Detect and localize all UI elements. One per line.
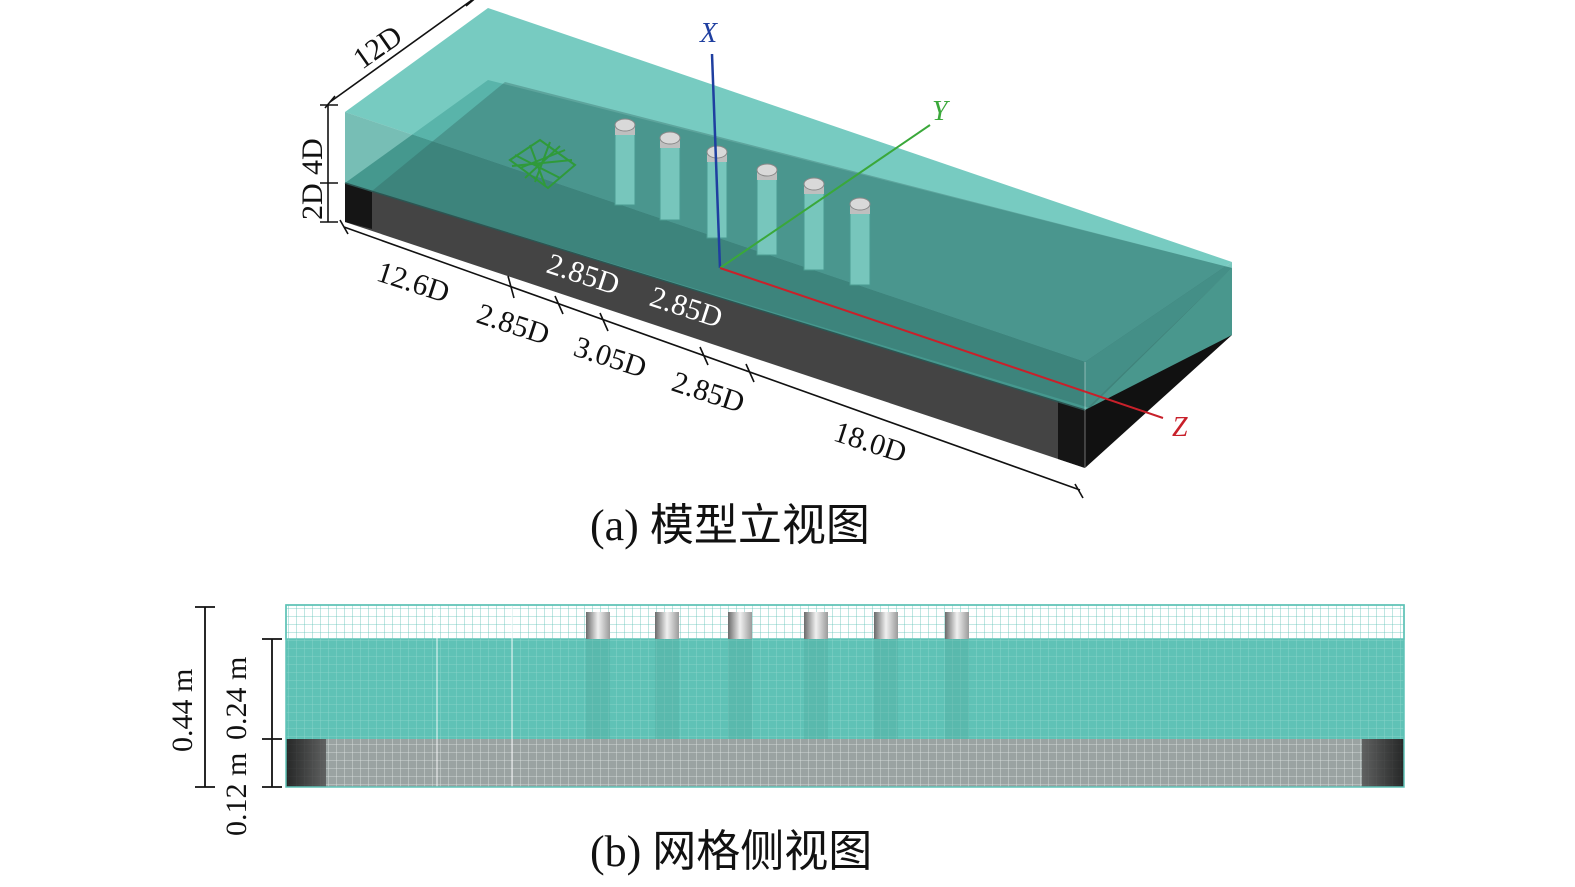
dim-seg-4: 2.85D [668, 365, 749, 419]
pile-3d-5 [803, 183, 825, 271]
pile-mesh-body-4 [804, 639, 828, 739]
dim-seg-2: 2.85D [473, 297, 554, 351]
pile-mesh-body-6 [945, 639, 969, 739]
dim-seabed-depth: 2D [296, 183, 329, 220]
mesh-seabed-region [286, 739, 1404, 787]
seabed-right-dark [1058, 402, 1085, 468]
mesh-dimension-lines [195, 606, 282, 788]
pile-cap-3d-6 [849, 197, 871, 211]
pile-cap-3d-5 [803, 177, 825, 191]
scour-protection-patch [508, 138, 577, 190]
dim-seabed-height: 0.12 m [220, 753, 253, 836]
dim-seg-3: 3.05D [570, 330, 651, 384]
water-volume [344, 8, 1232, 468]
dimension-lines [320, 0, 1084, 499]
caption-a: (a) 模型立视图 [590, 501, 870, 550]
mesh-seabed-right-dark [1362, 739, 1404, 787]
caption-b: (b) 网格侧视图 [590, 827, 872, 876]
seabed-front-face [345, 183, 1085, 468]
pile-group-mesh [586, 612, 969, 739]
dim-width: 12D [347, 19, 408, 76]
water-inner-bed [372, 82, 1232, 408]
water-right-face [1085, 262, 1232, 410]
pile-mesh-top-4 [804, 612, 828, 639]
pile-3d-1 [614, 124, 636, 206]
pile-mesh-body-3 [728, 639, 752, 739]
pile-mesh-top-5 [874, 612, 898, 639]
pile-mesh-top-1 [586, 612, 610, 639]
pile-3d-4 [756, 169, 778, 256]
pile-3d-2 [659, 137, 681, 221]
z-axis-line [719, 267, 1164, 419]
mesh-air-region [285, 604, 1405, 640]
pile-mesh-top-2 [655, 612, 679, 639]
x-axis-label: X [699, 18, 718, 49]
pile-cap-3d-2 [659, 131, 681, 145]
dim-seg-5: 18.0D [830, 415, 911, 469]
y-axis-label: Y [932, 96, 951, 127]
pile-3d-6 [849, 203, 871, 286]
y-axis-line [719, 124, 931, 269]
x-axis-line [710, 53, 722, 269]
pile-cap-3d-4 [756, 163, 778, 177]
pile-mesh-top-3 [728, 612, 752, 639]
panel-b-mesh-view: 0.44 m 0.24 m 0.12 m (b) 网格侧视图 [166, 604, 1405, 876]
pile-mesh-body-2 [655, 639, 679, 739]
pile-group-3d [614, 118, 871, 286]
pile-cap-3d-1 [614, 118, 636, 132]
panel-a-model-view: X Y Z 12D 4D [296, 0, 1232, 550]
dim-water-height: 0.24 m [220, 657, 253, 740]
coordinate-axes: X Y Z [699, 18, 1188, 443]
mesh-seabed-left-dark [286, 739, 326, 787]
dim-water-depth: 4D [296, 138, 329, 175]
z-axis-label: Z [1172, 412, 1188, 443]
pile-mesh-body-5 [874, 639, 898, 739]
dim-seg-1: 12.6D [373, 255, 454, 309]
dim-total-height: 0.44 m [166, 669, 199, 752]
mesh-water-region [286, 639, 1404, 739]
water-top-face [345, 8, 1232, 362]
water-front-face [345, 112, 1085, 410]
pile-mesh-body-1 [586, 639, 610, 739]
pile-mesh-top-6 [945, 612, 969, 639]
seabed-left-dark [345, 183, 372, 229]
